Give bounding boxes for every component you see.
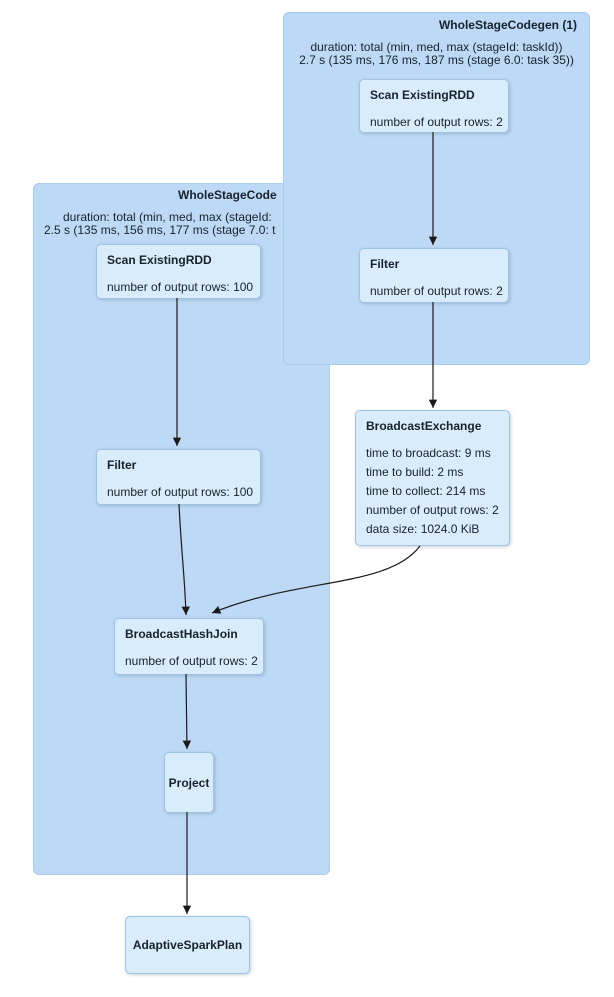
node-filter[interactable]: Filter number of output rows: 2: [359, 248, 509, 303]
node-metric: number of output rows: 2: [125, 654, 258, 668]
cluster-wholestagecodegen-2: WholeStageCode duration: total (min, med…: [33, 183, 330, 875]
node-broadcast-exchange[interactable]: BroadcastExchange time to broadcast: 9 m…: [355, 410, 510, 546]
node-metric: time to broadcast: 9 ms: [366, 446, 491, 460]
node-title: BroadcastHashJoin: [125, 627, 238, 641]
cluster-duration-value: 2.7 s (135 ms, 176 ms, 187 ms (stage 6.0…: [299, 53, 574, 67]
node-title: Scan ExistingRDD: [107, 253, 212, 267]
node-title: AdaptiveSparkPlan: [132, 938, 243, 952]
node-metric: time to collect: 214 ms: [366, 484, 486, 498]
node-broadcast-hash-join[interactable]: BroadcastHashJoin number of output rows:…: [114, 618, 264, 675]
node-metric: number of output rows: 2: [370, 115, 503, 129]
node-title: Scan ExistingRDD: [370, 88, 475, 102]
cluster-duration: duration: total (min, med, max (stageId:…: [284, 41, 589, 67]
node-project[interactable]: Project: [164, 752, 214, 813]
node-adaptive-spark-plan[interactable]: AdaptiveSparkPlan: [125, 916, 250, 974]
node-metric: number of output rows: 2: [366, 503, 499, 517]
cluster-wholestagecodegen-1: WholeStageCodegen (1) duration: total (m…: [283, 12, 590, 365]
node-metric: data size: 1024.0 KiB: [366, 522, 480, 536]
cluster-duration-label: duration: total (min, med, max (stageId:…: [310, 40, 563, 54]
cluster-title: WholeStageCode: [178, 188, 277, 202]
node-title: Filter: [370, 257, 400, 271]
cluster-duration-value: 2.5 s (135 ms, 156 ms, 177 ms (stage 7.0…: [44, 223, 276, 237]
node-title: Filter: [107, 458, 137, 472]
cluster-duration-label: duration: total (min, med, max (stageId:: [63, 210, 272, 224]
cluster-title: WholeStageCodegen (1): [438, 18, 577, 32]
node-metric: number of output rows: 100: [107, 280, 254, 294]
node-filter[interactable]: Filter number of output rows: 100: [96, 449, 261, 505]
node-title: Project: [168, 775, 210, 790]
node-metric: number of output rows: 100: [107, 485, 254, 499]
node-scan-existingrdd[interactable]: Scan ExistingRDD number of output rows: …: [96, 244, 261, 299]
node-title: BroadcastExchange: [366, 419, 482, 433]
node-scan-existingrdd[interactable]: Scan ExistingRDD number of output rows: …: [359, 79, 509, 133]
node-metric: time to build: 2 ms: [366, 465, 464, 479]
node-metric: number of output rows: 2: [370, 284, 503, 298]
